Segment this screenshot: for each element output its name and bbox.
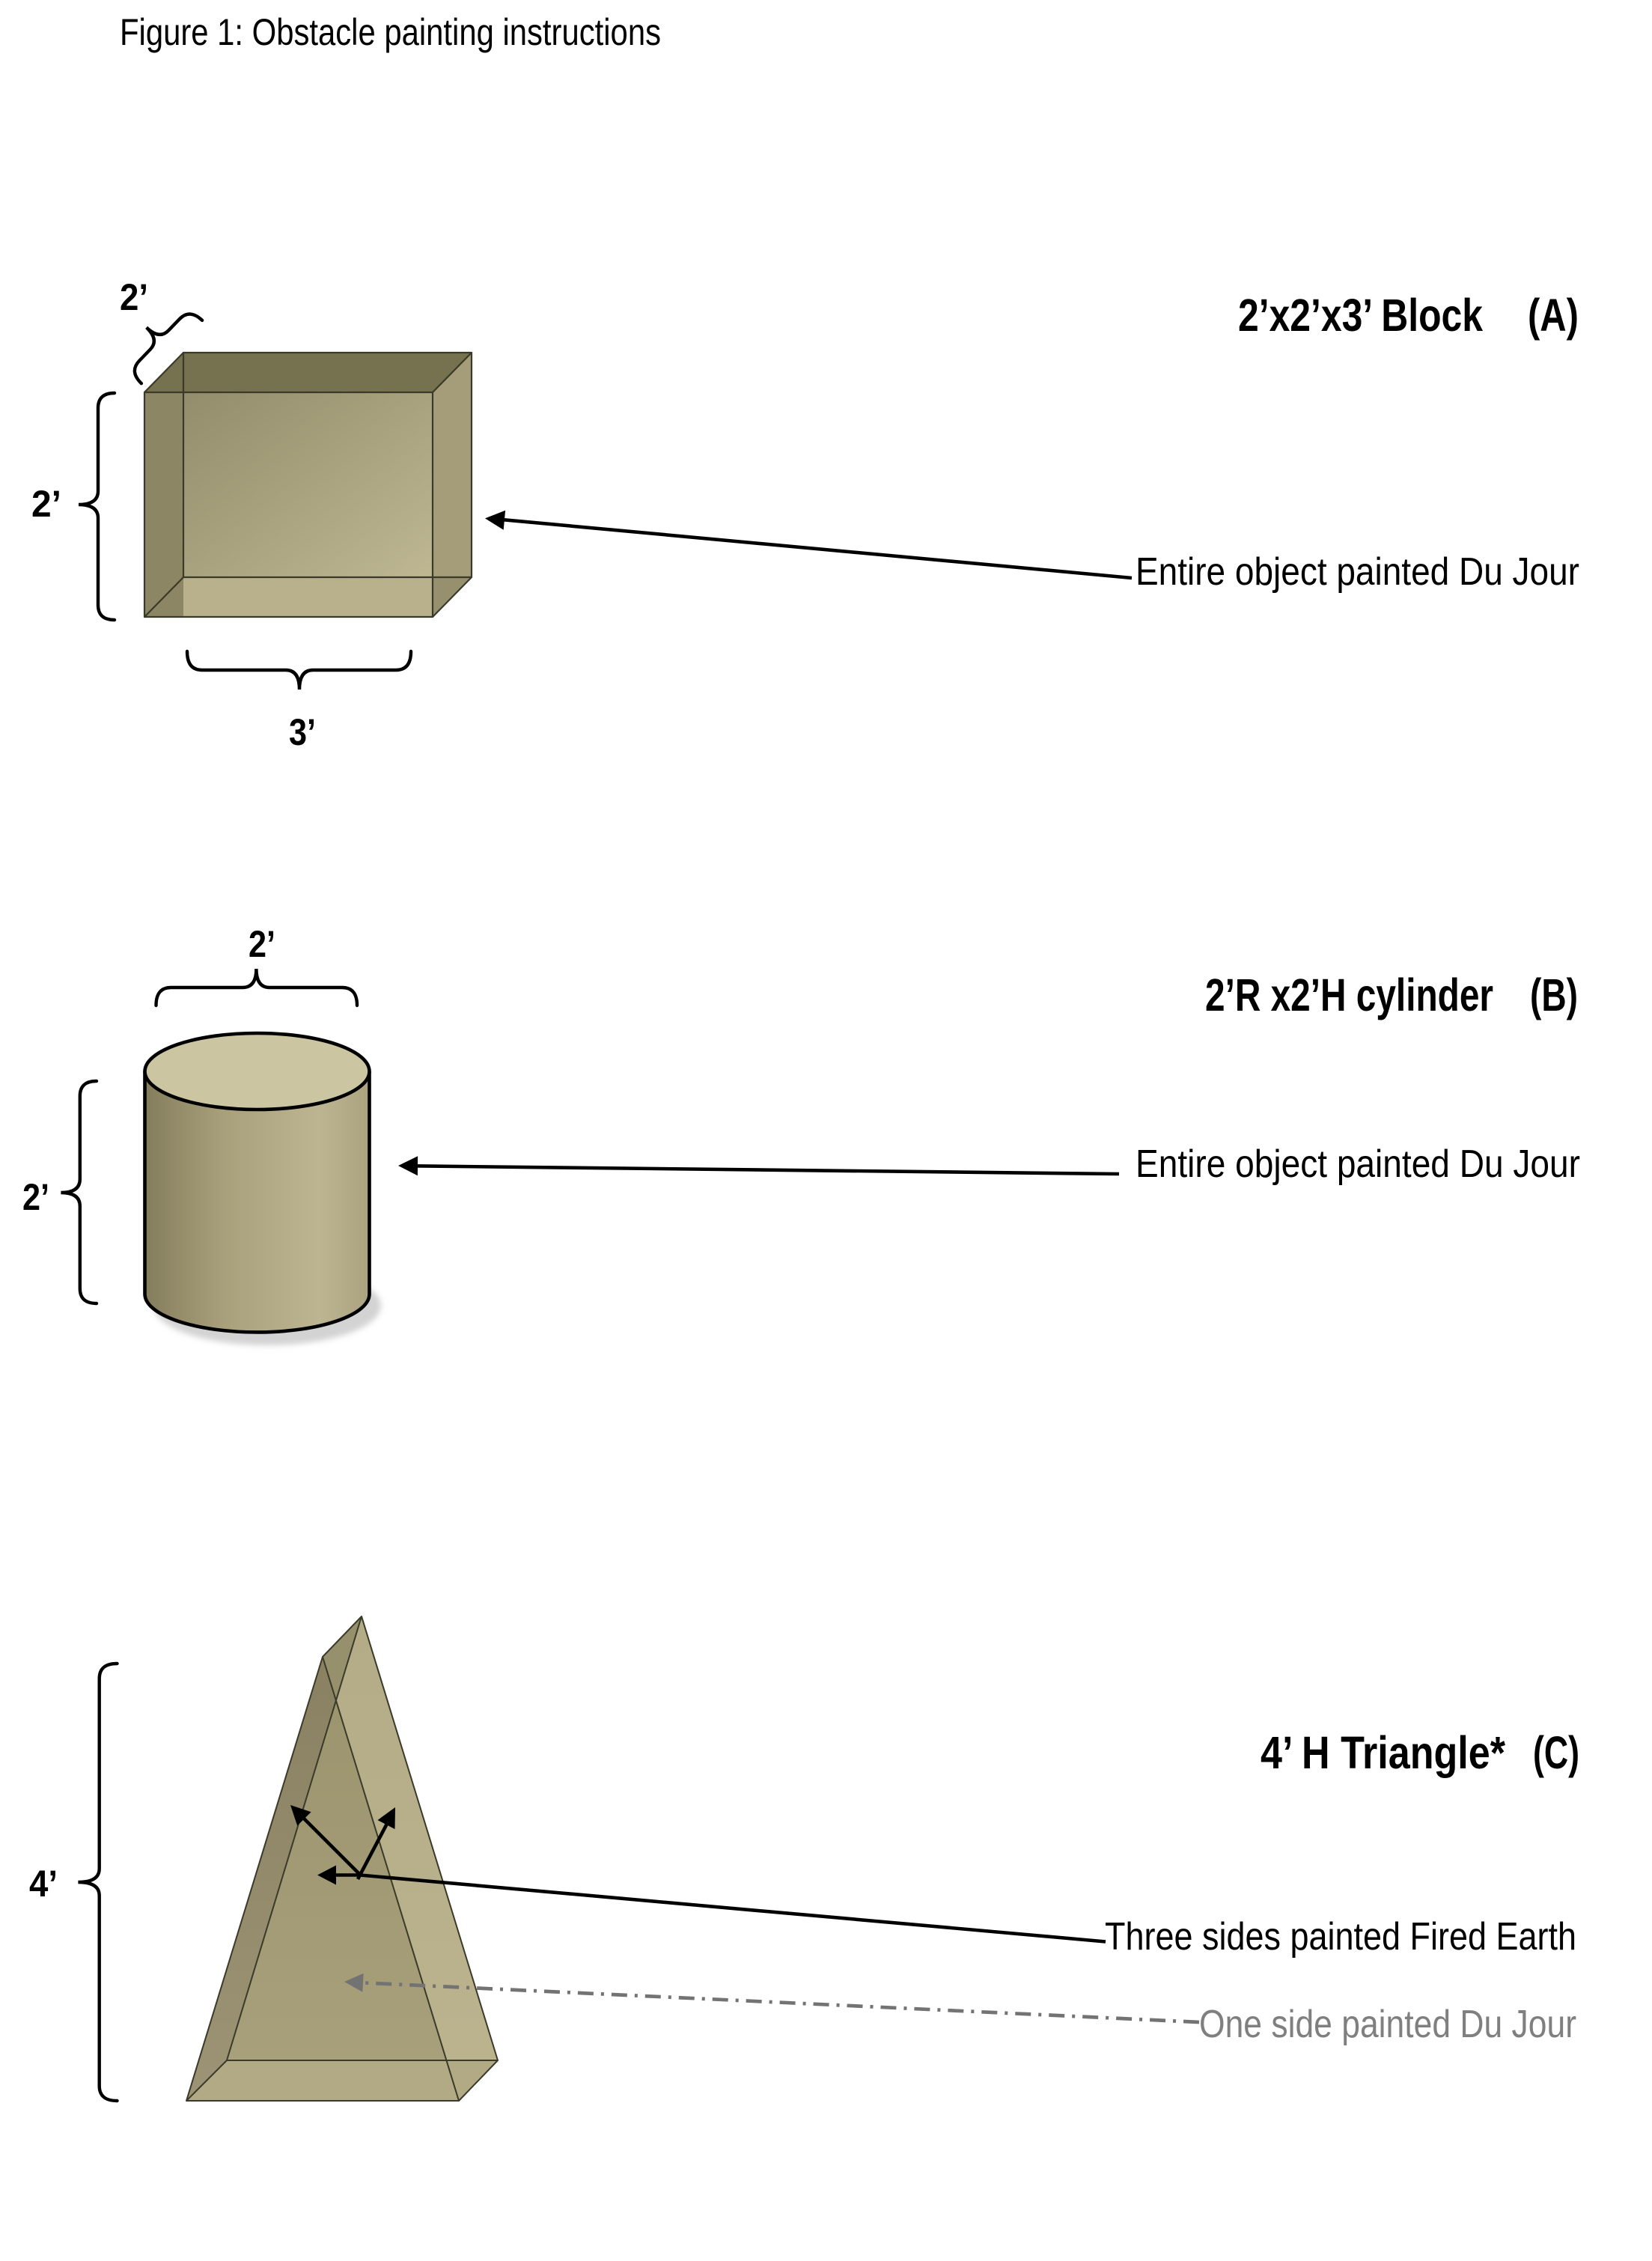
svg-text:4’: 4’ — [29, 1863, 58, 1905]
svg-text:Entire object painted Du Jour: Entire object painted Du Jour — [1136, 550, 1579, 594]
svg-text:(B): (B) — [1530, 970, 1578, 1020]
svg-text:2’x2’x3’ Block: 2’x2’x3’ Block — [1238, 290, 1483, 341]
svg-text:2’: 2’ — [31, 483, 61, 525]
svg-text:2’: 2’ — [249, 923, 275, 965]
svg-text:(C): (C) — [1533, 1727, 1579, 1778]
svg-text:Figure 1: Obstacle painting in: Figure 1: Obstacle painting instructions — [120, 11, 661, 53]
svg-text:One side painted Du Jour: One side painted Du Jour — [1199, 2003, 1576, 2046]
svg-text:2’: 2’ — [120, 276, 148, 318]
svg-text:2’: 2’ — [22, 1176, 49, 1218]
svg-text:3’: 3’ — [289, 711, 316, 753]
svg-text:Entire object painted Du Jour: Entire object painted Du Jour — [1136, 1142, 1580, 1186]
svg-text:2’R x2’H cylinder: 2’R x2’H cylinder — [1205, 970, 1493, 1020]
svg-text:Three sides painted Fired Eart: Three sides painted Fired Earth — [1105, 1915, 1576, 1959]
svg-text:4’ H Triangle*: 4’ H Triangle* — [1261, 1727, 1505, 1778]
svg-text:(A): (A) — [1528, 290, 1579, 341]
